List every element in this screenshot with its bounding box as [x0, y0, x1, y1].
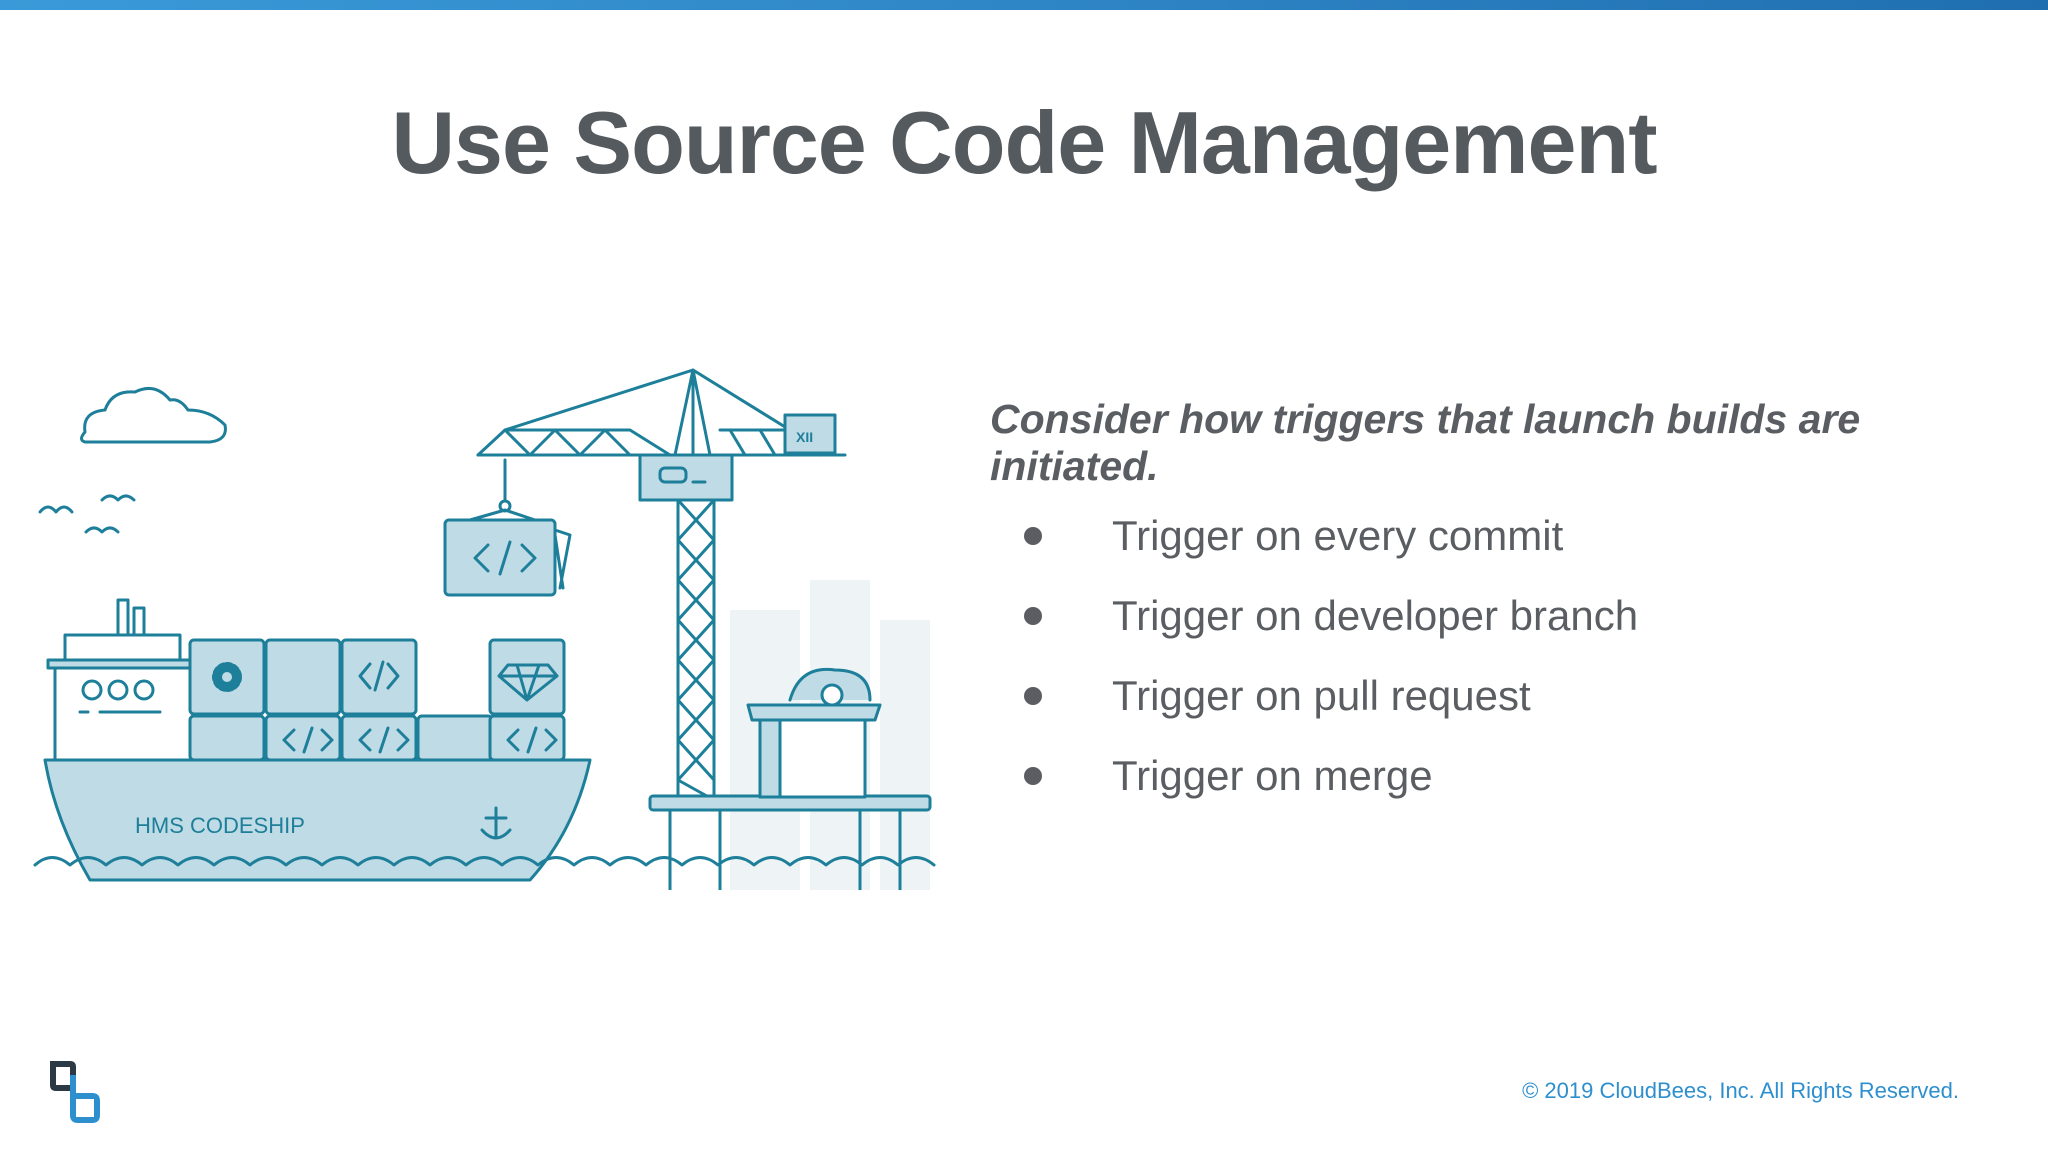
bullet-text: Trigger on pull request: [1112, 672, 1531, 719]
bullet-dot-icon: [1024, 527, 1042, 545]
dock-icon: [648, 667, 932, 890]
cloud-icon: [80, 386, 227, 444]
slide-title: Use Source Code Management: [391, 93, 1658, 192]
ship-crane-illustration: XII: [33, 368, 936, 890]
slide-subtitle: Consider how triggers that launch builds…: [990, 396, 1861, 489]
hanging-code-container-icon: [443, 508, 572, 597]
anchor-icon: [480, 806, 512, 840]
diamond-icon: [497, 663, 559, 702]
bullet-item: Trigger on every commit: [1020, 496, 1638, 576]
bullet-dot-icon: [1024, 767, 1042, 785]
bullet-text: Trigger on developer branch: [1112, 592, 1639, 639]
copyright-text: © 2019 CloudBees, Inc. All Rights Reserv…: [1522, 1078, 1959, 1103]
cargo-ship-icon: HMS CODESHIP: [43, 598, 592, 882]
bullet-item: Trigger on merge: [1020, 736, 1638, 816]
top-accent-bar: [0, 0, 2048, 10]
svg-text:HMS CODESHIP: HMS CODESHIP: [135, 813, 305, 838]
birds-icon: [38, 494, 136, 534]
svg-text:XII: XII: [796, 429, 813, 445]
bullet-text: Trigger on merge: [1112, 752, 1433, 799]
bullet-text: Trigger on every commit: [1112, 512, 1564, 559]
bullet-dot-icon: [1024, 607, 1042, 625]
cloudbees-logo-icon: [50, 1061, 100, 1123]
waves: [33, 856, 936, 867]
bullet-item: Trigger on pull request: [1020, 656, 1638, 736]
bullet-item: Trigger on developer branch: [1020, 576, 1638, 656]
bullet-dot-icon: [1024, 687, 1042, 705]
bullet-list: Trigger on every commit Trigger on devel…: [1020, 496, 1638, 816]
